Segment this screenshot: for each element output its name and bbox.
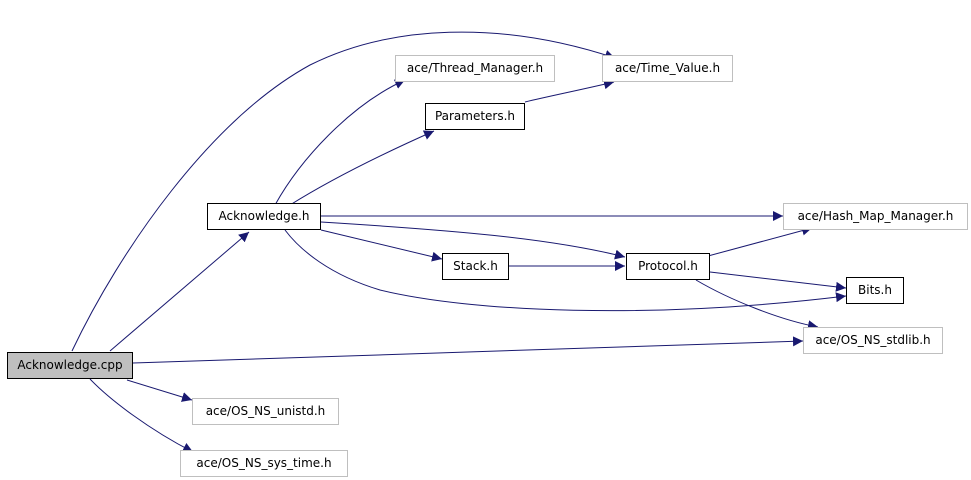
node-acknowledge-h[interactable]: Acknowledge.h xyxy=(207,203,321,230)
node-time-value-h[interactable]: ace/Time_Value.h xyxy=(602,55,733,82)
node-os-ns-stdlib-h[interactable]: ace/OS_NS_stdlib.h xyxy=(803,327,943,354)
node-os-ns-sys-time-h[interactable]: ace/OS_NS_sys_time.h xyxy=(180,450,348,477)
edge-protocol-h-to-os-ns-stdlib-h xyxy=(695,279,819,331)
node-hash-map-manager-h[interactable]: ace/Hash_Map_Manager.h xyxy=(783,203,968,230)
node-acknowledge-cpp[interactable]: Acknowledge.cpp xyxy=(7,352,133,379)
node-thread-manager-h[interactable]: ace/Thread_Manager.h xyxy=(395,55,555,82)
edge-acknowledge-h-to-protocol-h xyxy=(320,221,626,260)
edge-acknowledge-cpp-to-os-ns-sys-time-h xyxy=(89,378,194,453)
edge-acknowledge-h-to-parameters-h xyxy=(289,130,435,206)
edge-acknowledge-h-to-thread-manager-h xyxy=(274,79,406,206)
edge-acknowledge-cpp-to-acknowledge-h xyxy=(109,231,250,352)
edge-acknowledge-h-to-bits-h xyxy=(284,229,847,312)
edge-acknowledge-cpp-to-os-ns-stdlib-h xyxy=(132,336,804,364)
node-parameters-h[interactable]: Parameters.h xyxy=(425,103,525,130)
node-os-ns-unistd-h[interactable]: ace/OS_NS_unistd.h xyxy=(192,398,339,425)
edge-parameters-h-to-time-value-h xyxy=(524,79,615,103)
edge-acknowledge-h-to-stack-h xyxy=(320,229,443,262)
node-bits-h[interactable]: Bits.h xyxy=(846,277,904,304)
node-stack-h[interactable]: Stack.h xyxy=(442,253,509,280)
edge-acknowledge-cpp-to-os-ns-unistd-h xyxy=(126,379,193,402)
edge-protocol-h-to-hash-map-manager-h xyxy=(707,225,813,257)
edge-protocol-h-to-bits-h xyxy=(709,271,847,292)
edge-acknowledge-cpp-to-time-value-h xyxy=(71,31,616,352)
node-protocol-h[interactable]: Protocol.h xyxy=(626,253,710,280)
